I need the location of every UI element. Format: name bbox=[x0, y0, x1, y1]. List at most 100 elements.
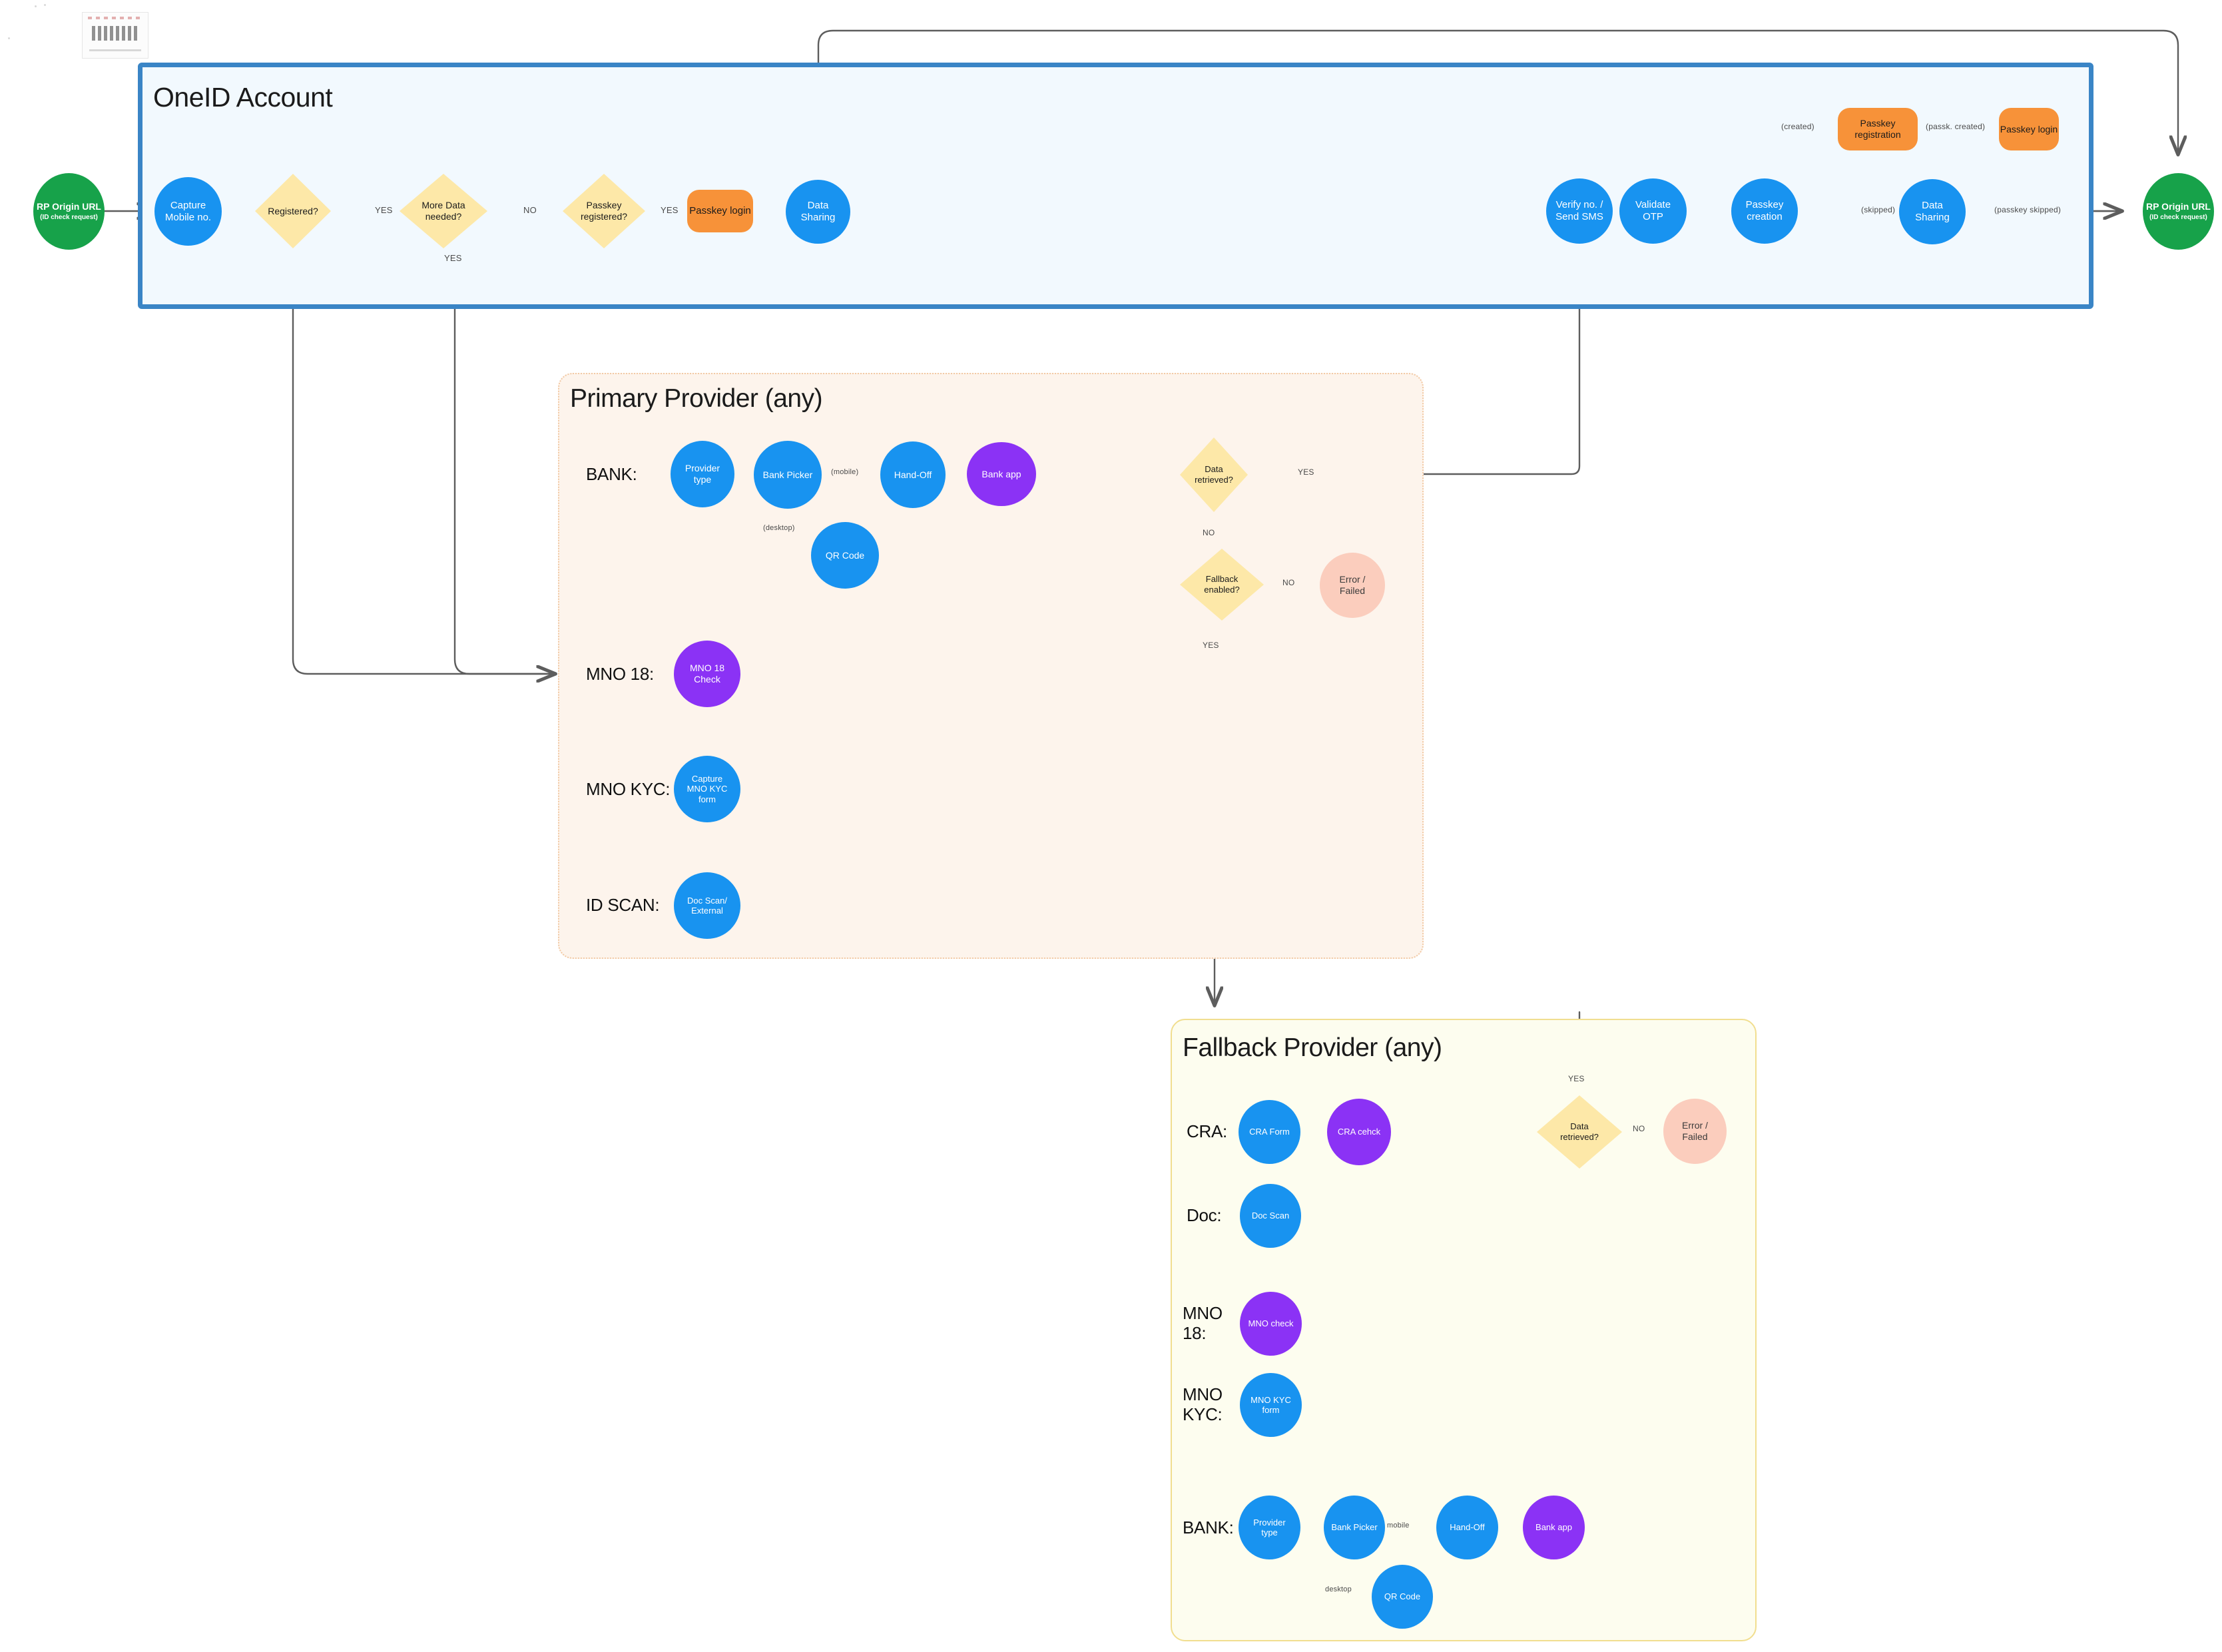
node-fallback-error-failed[interactable]: Error / Failed bbox=[1663, 1099, 1727, 1164]
node-label: Data retrieved? bbox=[1560, 1121, 1599, 1142]
node-fallback-mno-check[interactable]: MNO check bbox=[1240, 1292, 1302, 1356]
node-fallback-bank-app[interactable]: Bank app bbox=[1523, 1496, 1585, 1559]
node-label: MNO 18 Check bbox=[689, 663, 725, 685]
node-primary-bank-picker[interactable]: Bank Picker bbox=[754, 441, 822, 509]
node-label: Verify no. / Send SMS bbox=[1555, 199, 1603, 222]
node-label: Passkey creation bbox=[1745, 199, 1784, 222]
edge-label-primary-dr-no: NO bbox=[1203, 528, 1215, 537]
node-label: QR Code bbox=[1384, 1591, 1421, 1602]
node-label: Capture MNO KYC form bbox=[687, 774, 728, 804]
node-label: Hand-Off bbox=[1450, 1522, 1485, 1533]
node-label: Bank Picker bbox=[1331, 1522, 1378, 1533]
node-label: Data Sharing bbox=[800, 200, 836, 223]
node-label: Provider type bbox=[685, 463, 720, 485]
node-label: Hand-Off bbox=[894, 469, 932, 480]
row-label-fallback-mnokyc: MNO KYC: bbox=[1183, 1384, 1223, 1424]
node-validate-otp[interactable]: Validate OTP bbox=[1619, 178, 1687, 244]
node-primary-capture-mno-kyc-form[interactable]: Capture MNO KYC form bbox=[674, 756, 740, 822]
node-fallback-cra-form[interactable]: CRA Form bbox=[1239, 1100, 1300, 1164]
node-label: Registered? bbox=[268, 205, 318, 216]
speck-dot bbox=[8, 37, 10, 39]
edge-label-fallback-dr-yes: YES bbox=[1568, 1074, 1585, 1083]
row-label-fallback-cra: CRA: bbox=[1187, 1121, 1227, 1141]
node-label: Bank app bbox=[981, 468, 1021, 479]
node-fallback-cra-check[interactable]: CRA cehck bbox=[1327, 1099, 1391, 1165]
edge-label-skipped: (skipped) bbox=[1861, 205, 1896, 214]
node-primary-error-failed[interactable]: Error / Failed bbox=[1320, 553, 1385, 618]
row-label-primary-mno18: MNO 18: bbox=[586, 664, 654, 684]
node-label: Error / Failed bbox=[1682, 1120, 1708, 1142]
node-label: Doc Scan/ External bbox=[687, 895, 727, 916]
node-fallback-doc-scan[interactable]: Doc Scan bbox=[1240, 1184, 1301, 1248]
node-primary-fallback-enabled-decision[interactable]: Fallback enabled? bbox=[1180, 549, 1264, 621]
group-fallback-title: Fallback Provider (any) bbox=[1183, 1033, 1442, 1062]
node-label: CRA Form bbox=[1249, 1127, 1290, 1137]
node-primary-qr-code[interactable]: QR Code bbox=[811, 522, 879, 589]
node-fallback-qr-code[interactable]: QR Code bbox=[1372, 1565, 1433, 1629]
node-label: CRA cehck bbox=[1337, 1127, 1381, 1137]
node-registered-decision[interactable]: Registered? bbox=[255, 174, 331, 248]
node-data-sharing-1[interactable]: Data Sharing bbox=[786, 180, 850, 244]
node-label: MNO KYC form bbox=[1250, 1394, 1291, 1415]
node-label: QR Code bbox=[825, 549, 865, 561]
edge-label-moredata-yes: YES bbox=[444, 253, 462, 263]
node-label: Provider type bbox=[1253, 1517, 1286, 1537]
node-fallback-bank-picker[interactable]: Bank Picker bbox=[1324, 1496, 1385, 1559]
node-passkey-registered-decision[interactable]: Passkey registered? bbox=[563, 174, 645, 248]
group-primary-title: Primary Provider (any) bbox=[570, 384, 823, 413]
node-fallback-hand-off[interactable]: Hand-Off bbox=[1436, 1496, 1498, 1559]
row-label-fallback-bank: BANK: bbox=[1183, 1517, 1234, 1537]
node-verify-no-send-sms[interactable]: Verify no. / Send SMS bbox=[1546, 178, 1613, 244]
node-primary-bank-app[interactable]: Bank app bbox=[967, 442, 1036, 506]
node-passkey-login-1[interactable]: Passkey login bbox=[687, 190, 753, 232]
edge-label-passkeyreg-yes: YES bbox=[661, 205, 679, 215]
node-data-sharing-2[interactable]: Data Sharing bbox=[1899, 179, 1966, 244]
group-oneid-title: OneID Account bbox=[153, 82, 333, 113]
edge-label-registered-yes: YES bbox=[375, 205, 393, 215]
node-label: Fallback enabled? bbox=[1204, 574, 1240, 595]
node-passkey-creation[interactable]: Passkey creation bbox=[1731, 178, 1798, 244]
edge-label-moredata-no: NO bbox=[523, 205, 537, 215]
edge-label-fallback-mobile: mobile bbox=[1387, 1521, 1410, 1529]
node-rp-origin-start[interactable]: RP Origin URL (ID check request) bbox=[33, 173, 105, 250]
node-label: Passkey registered? bbox=[580, 200, 628, 222]
edge-label-primary-fb-no: NO bbox=[1282, 578, 1295, 587]
node-label: Data retrieved? bbox=[1195, 464, 1233, 485]
node-label: Passkey registration bbox=[1854, 118, 1901, 140]
node-primary-doc-scan-external[interactable]: Doc Scan/ External bbox=[674, 872, 740, 939]
node-fallback-data-retrieved-decision[interactable]: Data retrieved? bbox=[1537, 1095, 1622, 1169]
row-label-primary-idscan: ID SCAN: bbox=[586, 895, 660, 915]
edge-label-primary-desktop: (desktop) bbox=[763, 524, 795, 532]
node-primary-provider-type[interactable]: Provider type bbox=[671, 441, 734, 507]
node-label: Validate OTP bbox=[1635, 199, 1671, 222]
edge-label-fallback-dr-no: NO bbox=[1633, 1124, 1645, 1133]
node-more-data-needed-decision[interactable]: More Data needed? bbox=[400, 174, 487, 248]
node-primary-mno18-check[interactable]: MNO 18 Check bbox=[674, 641, 740, 707]
speck-dot bbox=[44, 4, 46, 6]
row-label-primary-bank: BANK: bbox=[586, 464, 637, 484]
speck-dot bbox=[35, 5, 37, 7]
node-capture-mobile-no[interactable]: Capture Mobile no. bbox=[154, 177, 222, 246]
node-rp-origin-end[interactable]: RP Origin URL (ID check request) bbox=[2143, 173, 2214, 250]
node-primary-data-retrieved-decision[interactable]: Data retrieved? bbox=[1180, 437, 1248, 512]
edge-label-primary-mobile: (mobile) bbox=[831, 468, 859, 476]
node-label: Passkey login bbox=[689, 205, 751, 217]
node-label: More Data needed? bbox=[421, 200, 465, 222]
node-fallback-provider-type[interactable]: Provider type bbox=[1239, 1496, 1300, 1559]
node-sublabel: (ID check request) bbox=[40, 213, 98, 221]
node-passkey-registration[interactable]: Passkey registration bbox=[1838, 108, 1918, 150]
node-label: Error / Failed bbox=[1339, 574, 1366, 596]
node-label: Bank Picker bbox=[762, 469, 813, 480]
node-passkey-login-2[interactable]: Passkey login bbox=[1999, 108, 2059, 150]
edge-label-primary-dr-yes: YES bbox=[1298, 467, 1314, 477]
node-primary-hand-off[interactable]: Hand-Off bbox=[880, 441, 946, 508]
node-label: Data Sharing bbox=[1915, 200, 1950, 223]
node-label: Doc Scan bbox=[1251, 1211, 1290, 1221]
node-label: Capture Mobile no. bbox=[164, 199, 212, 223]
row-label-fallback-mno18: MNO 18: bbox=[1183, 1303, 1223, 1343]
node-fallback-mno-kyc-form[interactable]: MNO KYC form bbox=[1240, 1373, 1302, 1437]
node-label: RP Origin URL bbox=[37, 201, 101, 212]
node-sublabel: (ID check request) bbox=[2149, 213, 2207, 221]
row-label-primary-mnokyc: MNO KYC: bbox=[586, 779, 671, 799]
